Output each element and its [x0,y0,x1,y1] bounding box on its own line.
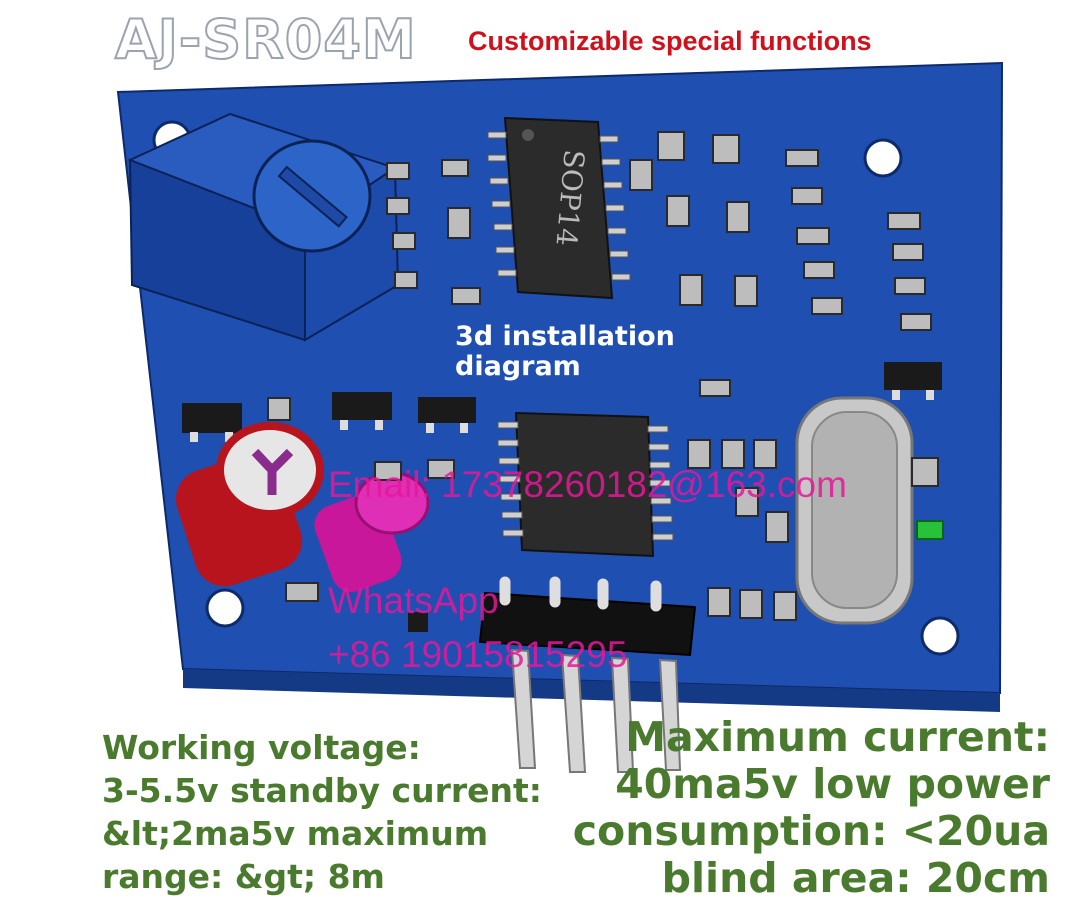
smd-components [267,131,939,621]
tantalum-capacitor [314,471,430,592]
diagram-caption: 3d installation diagram [455,321,675,382]
ic-chip [497,411,674,558]
mounting-hole [205,588,245,628]
watermark-email: Email: 17378260182@163.com [328,464,847,505]
sop14-chip: SOP14 [487,116,631,300]
diode [408,612,428,632]
transistor [182,362,942,442]
spec-line: Maximum current: [625,713,1050,761]
watermark-whatsapp-number: +86 19015815295 [328,634,628,675]
led [916,520,944,540]
spec-line: &lt;2ma5v maximum [102,814,489,853]
mounting-hole [920,616,960,656]
spec-line: blind area: 20cm [661,854,1050,902]
watermark-whatsapp-label: WhatsApp [328,580,499,621]
potentiometer [127,112,400,342]
page-title: AJ-SR04M [114,7,417,72]
spec-line: 40ma5v low power [615,760,1050,808]
spec-line: 3-5.5v standby current: [102,771,542,810]
pcb-board-edge [183,669,1000,712]
spec-block-left: Working voltage: 3-5.5v standby current:… [102,726,542,898]
page-subtitle: Customizable special functions [468,26,872,56]
spec-line: range: &gt; 8m [102,857,385,896]
crystal-oscillator [795,396,914,625]
mounting-hole [863,138,903,178]
spec-block-right: Maximum current: 40ma5v low power consum… [573,714,1050,902]
spec-line: Working voltage: [102,728,421,767]
spec-line: consumption: <20ua [572,807,1050,855]
electrolytic-capacitor [175,422,324,587]
pin-header [478,576,697,773]
